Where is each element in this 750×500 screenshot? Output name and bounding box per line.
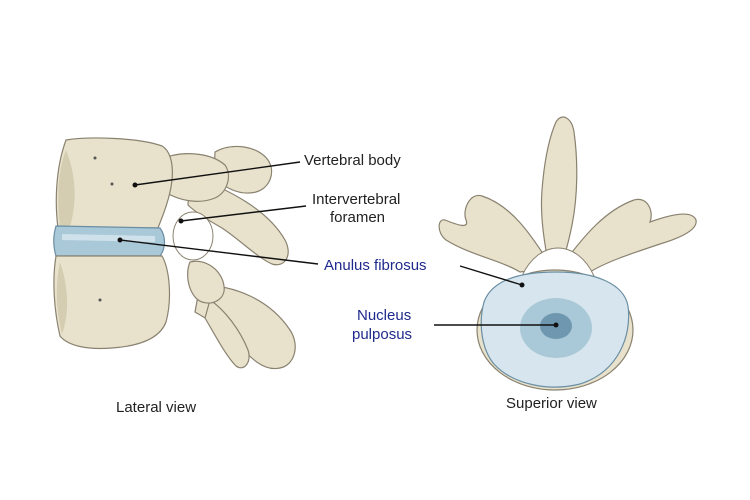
label-intervertebral-foramen-1: Intervertebral (312, 191, 400, 208)
leader-vertebral-body (134, 161, 301, 186)
lateral-view (53, 137, 296, 370)
superior-right-transverse-process (558, 198, 697, 273)
lateral-disc-highlight (62, 234, 155, 242)
leader-anulus-lateral (119, 239, 319, 265)
lower-vertebral-body (53, 255, 171, 350)
upper-pedicle (159, 153, 229, 202)
superior-left-transverse-process (438, 194, 553, 273)
leader-dot (553, 322, 559, 328)
label-anulus-fibrosus: Anulus fibrosus (324, 257, 427, 274)
leader-intervertebral-foramen (180, 205, 307, 222)
leader-dot (178, 218, 184, 224)
vertebral-foramen (521, 247, 595, 277)
lower-articular-process (187, 260, 225, 304)
label-nucleus-pulposus-2: pulposus (352, 326, 412, 343)
upper-vertebral-body (55, 137, 173, 229)
leader-anulus-superior (459, 265, 523, 286)
label-vertebral-body: Vertebral body (304, 152, 401, 169)
leader-dot (519, 282, 525, 288)
pore (110, 182, 114, 186)
caption-lateral-view: Lateral view (116, 399, 196, 416)
superior-view (438, 116, 697, 391)
lower-body-shade (56, 262, 68, 334)
leader-dot (132, 182, 138, 188)
superior-spinous-process (540, 116, 578, 269)
leader-dot (117, 237, 123, 243)
lower-inferior-process (204, 299, 250, 369)
pore (93, 156, 97, 160)
label-nucleus-pulposus-1: Nucleus (357, 307, 411, 324)
label-intervertebral-foramen-2: foramen (330, 209, 385, 226)
labels: Vertebral body Intervertebral foramen An… (116, 152, 597, 416)
upper-body-shade (58, 150, 75, 226)
leader-lines (117, 161, 559, 328)
pore (98, 298, 102, 302)
caption-superior-view: Superior view (506, 395, 597, 412)
